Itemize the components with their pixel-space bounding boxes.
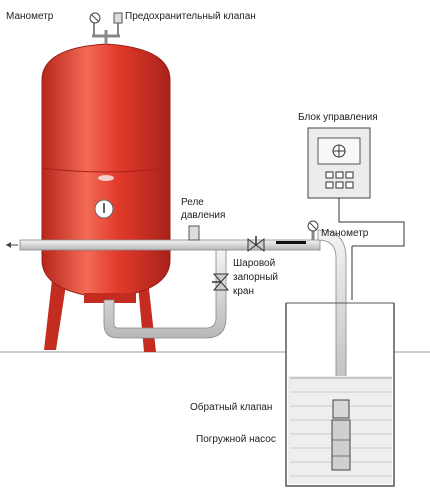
- tank-badge: [98, 175, 114, 181]
- cable-segment: [276, 241, 306, 244]
- tank-body: [41, 43, 171, 299]
- check-valve-icon: [332, 399, 350, 419]
- bypass-pipe: [103, 249, 227, 339]
- label-manometer-right: Манометр: [321, 228, 369, 239]
- tank-bottom-flange: [84, 293, 136, 303]
- label-ball-valve-line2: запорный: [233, 272, 278, 283]
- label-control-block: Блок управления: [298, 112, 378, 123]
- pressure-relay-icon: [188, 225, 200, 241]
- label-pressure-relay-line1: Реле: [181, 197, 204, 208]
- label-manometer-top: Манометр: [6, 11, 54, 22]
- label-pressure-relay-line2: давления: [181, 210, 226, 221]
- control-wire-1: [338, 198, 405, 247]
- label-safety-valve: Предохранительный клапан: [125, 11, 256, 22]
- label-ball-valve-line1: Шаровой: [233, 258, 276, 269]
- tank-seam: [41, 167, 171, 173]
- label-ball-valve-line3: кран: [233, 286, 255, 297]
- label-submersible-pump: Погружной насос: [196, 434, 276, 445]
- well-shaft: [285, 303, 395, 487]
- label-check-valve: Обратный клапан: [190, 402, 273, 413]
- submersible-pump-icon: [331, 419, 351, 471]
- safety-valve-icon: [113, 12, 123, 24]
- tank-leg-left: [44, 280, 66, 350]
- main-pipe: [19, 239, 321, 251]
